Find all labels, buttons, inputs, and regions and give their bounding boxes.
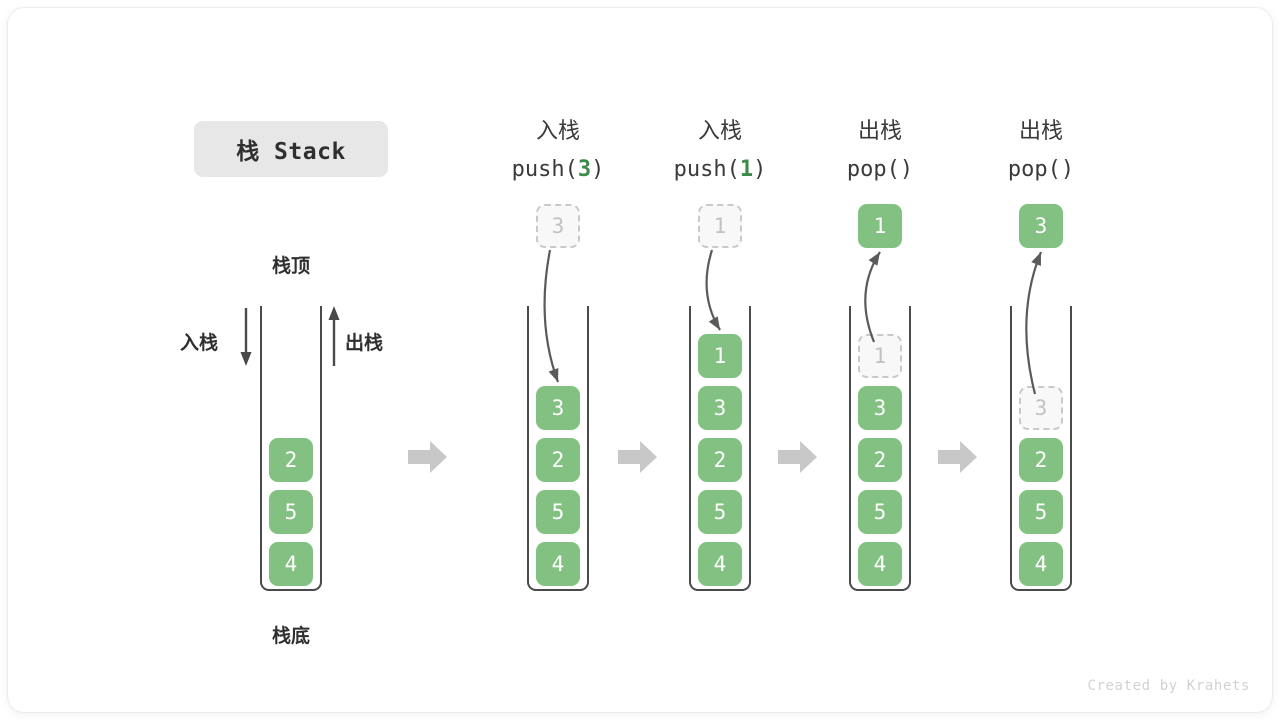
page-title: 栈 Stack xyxy=(194,121,388,177)
step-header-op: push(1) xyxy=(629,151,811,189)
step-separator-arrow-icon xyxy=(618,441,657,473)
op-argument: 3 xyxy=(577,157,592,182)
stack-cell: 4 xyxy=(698,542,742,586)
incoming-element: 1 xyxy=(698,204,742,248)
stack-cell: 5 xyxy=(858,490,902,534)
pop-motion-arrow-icon xyxy=(1025,251,1043,395)
op-prefix: pop( xyxy=(846,157,900,182)
op-suffix: ) xyxy=(753,157,767,182)
op-prefix: push( xyxy=(511,157,578,182)
step-header-op: pop() xyxy=(789,151,971,189)
pop-motion-arrow-icon xyxy=(864,251,881,343)
push-direction-label: 入栈 xyxy=(180,333,219,354)
stack-cell: 3 xyxy=(536,386,580,430)
step-header-op: push(3) xyxy=(467,151,649,189)
op-suffix: ) xyxy=(899,157,914,182)
stack-cell: 1 xyxy=(698,334,742,378)
step-header-1: 入栈 push(3) xyxy=(467,113,649,189)
step-header-cn: 出栈 xyxy=(1018,119,1063,144)
pop-arrow-up-icon xyxy=(328,306,340,366)
op-prefix: pop( xyxy=(1007,157,1061,182)
op-suffix: ) xyxy=(591,157,605,182)
stack-cell: 5 xyxy=(269,490,313,534)
stack-cell: 2 xyxy=(269,438,313,482)
stack-cell: 5 xyxy=(536,490,580,534)
stack-cell: 4 xyxy=(269,542,313,586)
push-arrow-down-icon xyxy=(240,308,252,366)
step-header-cn: 出栈 xyxy=(857,119,902,144)
op-suffix: ) xyxy=(1060,157,1075,182)
stack-container-step-4: 3 2 5 4 xyxy=(1010,306,1072,591)
stack-cell: 2 xyxy=(858,438,902,482)
stack-cell-ghost: 1 xyxy=(858,334,902,378)
stack-cell: 3 xyxy=(698,386,742,430)
credit-text: Created by Krahets xyxy=(1087,678,1250,694)
stack-cell: 4 xyxy=(536,542,580,586)
op-prefix: push( xyxy=(673,157,740,182)
step-header-cn: 入栈 xyxy=(697,119,742,144)
step-header-op: pop() xyxy=(950,151,1132,189)
popped-element: 1 xyxy=(858,204,902,248)
step-header-4: 出栈 pop() xyxy=(950,113,1132,189)
stack-top-label: 栈顶 xyxy=(271,256,310,277)
step-separator-arrow-icon xyxy=(408,441,447,473)
stack-bottom-label: 栈底 xyxy=(271,626,310,647)
step-header-2: 入栈 push(1) xyxy=(629,113,811,189)
op-argument: 1 xyxy=(739,157,754,182)
stack-cell: 2 xyxy=(536,438,580,482)
stack-cell: 2 xyxy=(698,438,742,482)
stack-cell-ghost: 3 xyxy=(1019,386,1063,430)
stack-cell: 4 xyxy=(1019,542,1063,586)
stack-cell: 2 xyxy=(1019,438,1063,482)
pop-direction-label: 出栈 xyxy=(345,333,384,354)
popped-element: 3 xyxy=(1019,204,1063,248)
push-motion-arrow-icon xyxy=(543,249,560,383)
step-header-cn: 入栈 xyxy=(535,119,580,144)
stack-cell: 5 xyxy=(698,490,742,534)
stack-container-step-3: 1 3 2 5 4 xyxy=(849,306,911,591)
step-header-3: 出栈 pop() xyxy=(789,113,971,189)
stack-cell: 4 xyxy=(858,542,902,586)
step-separator-arrow-icon xyxy=(938,441,977,473)
incoming-element: 3 xyxy=(536,204,580,248)
step-separator-arrow-icon xyxy=(778,441,817,473)
stack-container-step-2: 1 3 2 5 4 xyxy=(689,306,751,591)
stack-container-step-1: 3 2 5 4 xyxy=(527,306,589,591)
stack-container-initial: 2 5 4 xyxy=(260,306,322,591)
stack-cell: 5 xyxy=(1019,490,1063,534)
push-motion-arrow-icon xyxy=(705,249,721,331)
stack-cell: 3 xyxy=(858,386,902,430)
